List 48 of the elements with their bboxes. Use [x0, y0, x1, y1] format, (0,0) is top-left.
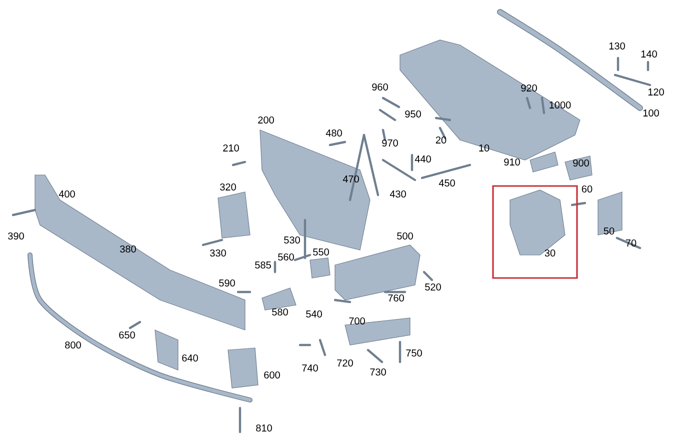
callout-number: 480 — [326, 129, 342, 137]
highlight-box: 30 — [492, 185, 578, 279]
callout-number: 140 — [641, 50, 657, 58]
callout-number: 920 — [521, 84, 537, 92]
callout-number: 470 — [342, 175, 359, 183]
callout-number: 400 — [58, 190, 75, 198]
callout-number: 50 — [604, 227, 614, 235]
callout-number: 330 — [210, 249, 226, 257]
callout-number: 210 — [223, 144, 239, 152]
callout-number: 700 — [349, 317, 365, 325]
callout-number: 750 — [406, 349, 422, 357]
callout-number: 810 — [256, 424, 272, 432]
callout-number: 900 — [573, 159, 589, 167]
callout-number: 70 — [626, 239, 636, 247]
callout-number: 600 — [264, 371, 280, 379]
callout-number: 970 — [382, 139, 398, 147]
callout-number: 380 — [120, 245, 136, 253]
callout-number: 730 — [370, 368, 386, 376]
callout-number: 550 — [313, 248, 329, 256]
callout-number: 10 — [479, 144, 490, 152]
callout-number: 450 — [438, 179, 455, 187]
callout-number: 100 — [643, 109, 659, 117]
callout-number: 910 — [504, 158, 520, 166]
callout-number: 430 — [390, 190, 406, 198]
callout-number: 540 — [306, 310, 322, 318]
callout-number: 440 — [414, 155, 431, 163]
callout-number: 120 — [648, 88, 664, 96]
callout-number: 520 — [425, 283, 441, 291]
callout-number: 580 — [272, 308, 288, 316]
callout-number: 960 — [372, 83, 388, 91]
callout-number: 500 — [397, 232, 413, 240]
callout-number: 320 — [220, 183, 236, 191]
callout-number: 200 — [258, 116, 274, 124]
callout-number: 800 — [65, 341, 81, 349]
callout-number: 650 — [119, 331, 135, 339]
callout-number: 720 — [337, 359, 353, 367]
callout-number: 20 — [436, 136, 446, 144]
callout-number: 760 — [388, 294, 404, 302]
callout-number: 585 — [255, 261, 271, 269]
callout-number: 640 — [182, 354, 198, 362]
callout-number: 1000 — [550, 101, 571, 109]
callout-number: 740 — [302, 364, 318, 372]
callout-number: 950 — [405, 110, 421, 118]
callout-number: 590 — [219, 279, 235, 287]
callout-number: 130 — [609, 42, 625, 50]
callout-number: 560 — [278, 253, 294, 261]
callout-number: 530 — [284, 236, 300, 244]
callout-number: 390 — [8, 232, 24, 240]
